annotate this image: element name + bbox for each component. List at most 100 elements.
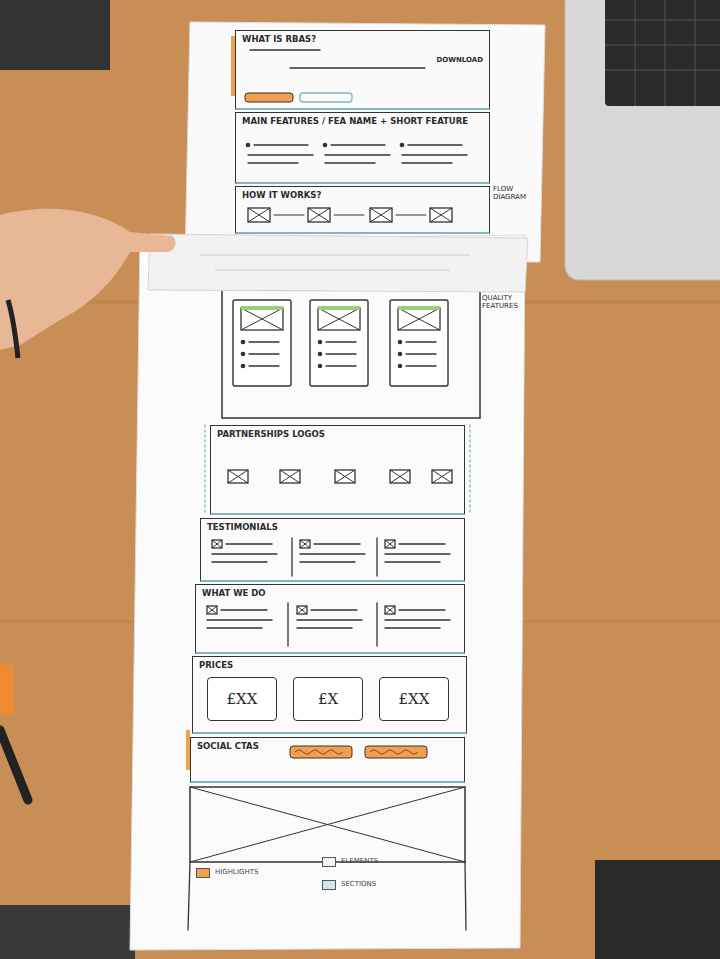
section-box: PARTNERSHIPS LOGOS [210, 425, 465, 515]
paper-top [185, 22, 545, 262]
placeholder-line [465, 862, 466, 930]
placeholder-line [274, 215, 304, 216]
bullet-dot [400, 143, 405, 148]
laptop-body [565, 0, 720, 280]
bullet-dot [398, 340, 403, 345]
image-cross [207, 606, 217, 614]
price-card: £X [293, 677, 363, 721]
bracelet [8, 300, 18, 358]
section-heading: WHAT WE DO [202, 588, 458, 598]
button-scribble [295, 750, 343, 754]
placeholder-line [212, 561, 267, 562]
section-text: DOWNLOAD [242, 56, 483, 64]
image-placeholder [228, 470, 248, 483]
section-heading: PARTNERSHIPS LOGOS [217, 429, 458, 439]
section-box: HOW IT WORKS? [235, 186, 490, 234]
footer-placeholder [190, 787, 465, 862]
placeholder-line [334, 215, 364, 216]
placeholder-line [326, 353, 356, 354]
section-heading: PRICES [199, 660, 460, 670]
card-accent [398, 306, 440, 310]
image-cross [318, 308, 360, 330]
section-box: MAIN FEATURES / FEA NAME + SHORT FEATURE [235, 112, 490, 184]
image-placeholder [335, 470, 355, 483]
section-heading: TESTIMONIALS [207, 522, 458, 532]
keyboard-keys [605, 0, 720, 106]
social-button [365, 746, 427, 758]
section-box: TESTIMONIALS [200, 518, 465, 582]
placeholder-line [300, 561, 355, 562]
bullet-dot [398, 352, 403, 357]
image-cross [385, 540, 395, 548]
placeholder-line [287, 603, 288, 646]
image-placeholder [248, 208, 270, 222]
placeholder-line [212, 553, 277, 554]
price-card: £XX [379, 677, 449, 721]
image-cross [335, 470, 355, 483]
image-placeholder [241, 308, 283, 330]
placeholder-line [221, 609, 267, 610]
placeholder-line [291, 538, 292, 576]
bullet-dot [323, 143, 328, 148]
cta-button [245, 93, 293, 102]
placeholder-line [249, 341, 279, 342]
dark-object [0, 0, 110, 70]
image-placeholder [308, 208, 330, 222]
feature-card [310, 300, 368, 386]
image-cross [248, 208, 270, 222]
image-placeholder [398, 308, 440, 330]
image-placeholder [390, 470, 410, 483]
placeholder-line [326, 365, 356, 366]
image-placeholder [280, 470, 300, 483]
card-accent [241, 306, 283, 310]
section-heading: SOCIAL CTAS [197, 741, 458, 751]
legend-swatch [196, 868, 210, 878]
section-box: PRICES £XX £X £XX [192, 656, 467, 734]
placeholder-line [376, 603, 377, 646]
placeholder-line [406, 341, 436, 342]
placeholder-line [402, 162, 452, 163]
feature-card [233, 300, 291, 386]
placeholder-line [207, 627, 262, 628]
image-placeholder [300, 540, 310, 548]
cards-section [222, 290, 480, 418]
footer-cross [190, 787, 465, 862]
section-box: WHAT WE DO [195, 584, 465, 654]
placeholder-line [314, 543, 360, 544]
image-cross [430, 208, 452, 222]
bullet-dot [318, 352, 323, 357]
placeholder-line [248, 154, 313, 155]
placeholder-line [406, 365, 436, 366]
price-card: £XX [207, 677, 277, 721]
placeholder-line [402, 154, 467, 155]
image-placeholder [212, 540, 222, 548]
placeholder-line [385, 619, 450, 620]
bullet-dot [318, 340, 323, 345]
placeholder-line [406, 353, 436, 354]
placeholder-line [248, 162, 298, 163]
placeholder-line [249, 365, 279, 366]
image-cross [241, 308, 283, 330]
placeholder-line [396, 215, 426, 216]
image-cross [300, 540, 310, 548]
image-cross [212, 540, 222, 548]
section-heading: £XX [227, 690, 258, 708]
placeholder-line [297, 619, 362, 620]
placeholder-line [399, 543, 445, 544]
dark-lap [595, 860, 720, 959]
button-scribble [370, 750, 418, 754]
legend-text: HIGHLIGHTS [215, 868, 258, 876]
image-placeholder [385, 540, 395, 548]
side-note: QUALITY FEATURES [482, 294, 530, 311]
dark-lap [0, 905, 135, 959]
side-note: FLOW DIAGRAM [493, 185, 541, 202]
bullet-dot [241, 340, 246, 345]
hand [0, 209, 175, 350]
placeholder-line [204, 425, 205, 515]
section-heading: HOW IT WORKS? [242, 190, 483, 200]
bullet-dot [241, 352, 246, 357]
image-cross [308, 208, 330, 222]
bullet-dot [318, 364, 323, 369]
placeholder-line [385, 553, 450, 554]
